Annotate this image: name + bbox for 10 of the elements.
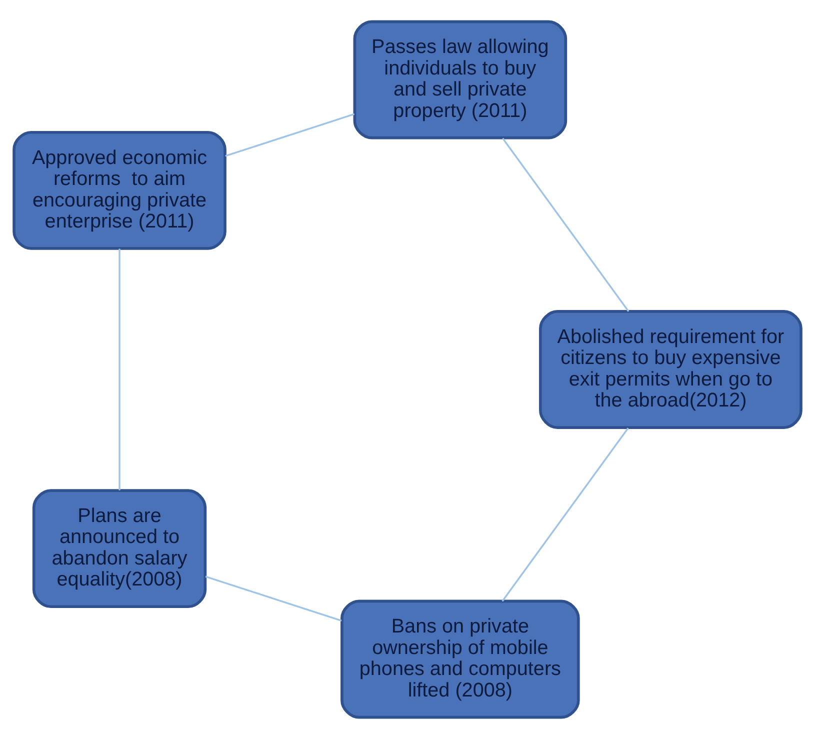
connector xyxy=(225,112,355,156)
connector xyxy=(205,575,342,622)
node-box: Passes law allowing individuals to buy and sell private property (2011) xyxy=(353,20,568,139)
connector xyxy=(502,427,629,602)
node-box: Approved economic reforms to aim encouraging private enterprise (2011) xyxy=(12,130,226,250)
node-box: Bans on private ownership of mobile phones and computers lifted (2008) xyxy=(340,599,580,718)
connector xyxy=(502,137,630,312)
node-box: Abolished requirement for citizens to buy expensive exit permits when go to the abroad(2012) xyxy=(539,310,802,428)
connector xyxy=(118,248,120,490)
node-box: Plans are announced to abandon salary equality(2008) xyxy=(32,488,207,608)
